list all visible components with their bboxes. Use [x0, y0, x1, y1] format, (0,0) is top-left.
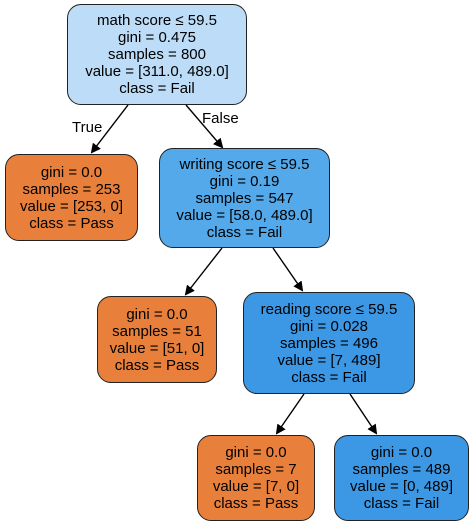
node-gini: gini = 0.19	[209, 172, 280, 190]
node-rr-left-leaf: gini = 0.0 samples = 7 value = [7, 0] cl…	[197, 435, 315, 521]
edge-rr-left	[275, 393, 305, 435]
node-class: class = Pass	[213, 495, 299, 512]
node-right: writing score ≤ 59.5 gini = 0.19 samples…	[159, 148, 330, 248]
node-gini: gini = 0.475	[118, 29, 196, 46]
edge-root-left	[90, 104, 129, 154]
edge-label-true: True	[72, 119, 103, 136]
node-value: value = [311.0, 489.0]	[85, 63, 229, 80]
node-right-right: reading score ≤ 59.5 gini = 0.028 sample…	[243, 292, 415, 394]
node-condition: reading score ≤ 59.5	[260, 300, 398, 318]
node-gini: gini = 0.0	[370, 444, 433, 461]
node-gini: gini = 0.0	[225, 444, 287, 461]
node-class: class = Fail	[206, 223, 283, 241]
node-samples: samples = 51	[112, 322, 202, 340]
edge-root-right	[185, 104, 224, 149]
node-gini: gini = 0.028	[290, 317, 368, 335]
node-right-left-leaf: gini = 0.0 samples = 51 value = [51, 0] …	[97, 296, 217, 383]
node-class: class = Fail	[291, 368, 367, 386]
node-value: value = [51, 0]	[109, 339, 205, 357]
node-gini: gini = 0.0	[126, 305, 188, 323]
node-root: math score ≤ 59.5 gini = 0.475 samples =…	[67, 4, 247, 105]
edge-right-left	[184, 247, 223, 296]
node-value: value = [58.0, 489.0]	[176, 206, 313, 224]
node-condition: math score ≤ 59.5	[97, 12, 217, 29]
node-samples: samples = 800	[108, 46, 206, 63]
node-value: value = [7, 489]	[277, 351, 381, 369]
node-rr-right-leaf: gini = 0.0 samples = 489 value = [0, 489…	[334, 435, 469, 521]
node-value: value = [253, 0]	[20, 197, 123, 215]
node-samples: samples = 253	[22, 180, 121, 198]
node-class: class = Pass	[114, 356, 200, 374]
node-condition: writing score ≤ 59.5	[179, 155, 310, 173]
node-class: class = Fail	[363, 495, 440, 512]
node-samples: samples = 7	[215, 461, 297, 478]
node-value: value = [7, 0]	[212, 478, 300, 495]
node-samples: samples = 496	[280, 334, 378, 352]
edge-rr-right	[349, 393, 378, 435]
edge-label-false: False	[202, 110, 239, 127]
node-samples: samples = 489	[352, 461, 451, 478]
node-samples: samples = 547	[195, 189, 294, 207]
node-gini: gini = 0.0	[40, 163, 103, 181]
node-class: class = Pass	[29, 214, 114, 232]
node-left-leaf: gini = 0.0 samples = 253 value = [253, 0…	[5, 154, 138, 241]
edge-right-right	[272, 247, 304, 292]
node-value: value = [0, 489]	[350, 478, 453, 495]
node-class: class = Fail	[119, 80, 195, 97]
